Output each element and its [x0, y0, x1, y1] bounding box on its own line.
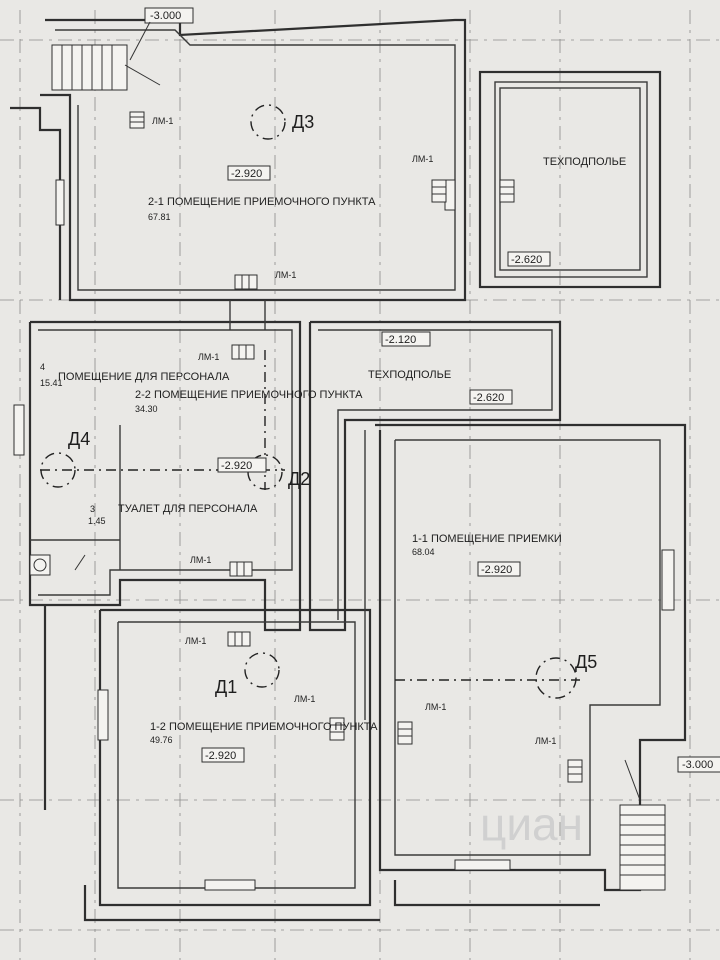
- room-1-2-area: 49.76: [150, 735, 173, 745]
- grille-label: ЛМ-1: [275, 270, 296, 280]
- grille-label: ЛМ-1: [535, 736, 556, 746]
- room-1-1-level: -2.920: [481, 564, 512, 576]
- tech-2-level: -2.620: [473, 392, 504, 404]
- grille-markers: [129, 111, 583, 783]
- grille-label: ЛМ-1: [198, 352, 219, 362]
- stairs-right: [619, 756, 720, 891]
- axis-label-d4: Д4: [68, 429, 90, 449]
- room-3-name: ТУАЛЕТ ДЛЯ ПЕРСОНАЛА: [118, 503, 258, 515]
- grille-marker: [129, 111, 145, 129]
- room-1-2-level: -2.920: [205, 750, 236, 762]
- grille-marker: [329, 717, 345, 741]
- grille-label: ЛМ-1: [425, 702, 446, 712]
- grille-marker: [431, 179, 447, 203]
- grille-marker: [567, 759, 583, 783]
- room-4-num: 4: [40, 362, 45, 372]
- room-2-2-level: -2.920: [221, 460, 252, 472]
- grille-marker: [397, 721, 413, 745]
- room-1-1-area: 68.04: [412, 547, 435, 557]
- room-2-1-name: 2-1 ПОМЕЩЕНИЕ ПРИЕМОЧНОГО ПУНКТА: [148, 196, 376, 208]
- grille-marker: [234, 274, 258, 290]
- toilet-fixture: [29, 554, 86, 576]
- grid-lines: [0, 10, 720, 960]
- axis-label-d3: Д3: [292, 112, 314, 132]
- room-2-1-area: 67.81: [148, 212, 171, 222]
- room-2-1-level: -2.920: [231, 168, 262, 180]
- grille-label: ЛМ-1: [190, 555, 211, 565]
- grille-label: ЛМ-1: [152, 116, 173, 126]
- room-1-2-name: 1-2 ПОМЕЩЕНИЕ ПРИЕМОЧНОГО ПУНКТА: [150, 721, 378, 733]
- grille-label: ЛМ-1: [185, 636, 206, 646]
- room-1-1-name: 1-1 ПОМЕЩЕНИЕ ПРИЕМКИ: [412, 533, 562, 545]
- room-4-area: 15.41: [40, 378, 63, 388]
- axis-label-d1: Д1: [215, 677, 237, 697]
- room-2-2-name: 2-2 ПОМЕЩЕНИЕ ПРИЕМОЧНОГО ПУНКТА: [135, 389, 363, 401]
- grille-marker: [231, 344, 255, 360]
- room-3-num: 3: [90, 504, 95, 514]
- room-3-area: 1.45: [88, 516, 106, 526]
- watermark: циан: [480, 798, 583, 850]
- grille-label: ЛМ-1: [412, 154, 433, 164]
- grille-marker: [227, 631, 251, 647]
- tech-2-name: ТЕХПОДПОЛЬЕ: [368, 369, 451, 381]
- grille-label: ЛМ-1: [294, 694, 315, 704]
- level-boxes: [201, 165, 551, 763]
- grille-marker: [229, 561, 253, 577]
- axis-label-d2: Д2: [288, 469, 310, 489]
- tech-2-level-upper: -2.120: [385, 334, 416, 346]
- room-2-2-area: 34.30: [135, 404, 158, 414]
- windows: [13, 179, 675, 891]
- tech-1-name: ТЕХПОДПОЛЬЕ: [543, 156, 626, 168]
- stairs-top-level: -3.000: [150, 10, 181, 22]
- tech-1-level: -2.620: [511, 254, 542, 266]
- room-4-name: ПОМЕЩЕНИЕ ДЛЯ ПЕРСОНАЛА: [58, 371, 230, 383]
- stairs-right-level: -3.000: [682, 759, 713, 771]
- grille-marker: [499, 179, 515, 203]
- axis-label-d5: Д5: [575, 652, 597, 672]
- stairs-top: [51, 7, 194, 91]
